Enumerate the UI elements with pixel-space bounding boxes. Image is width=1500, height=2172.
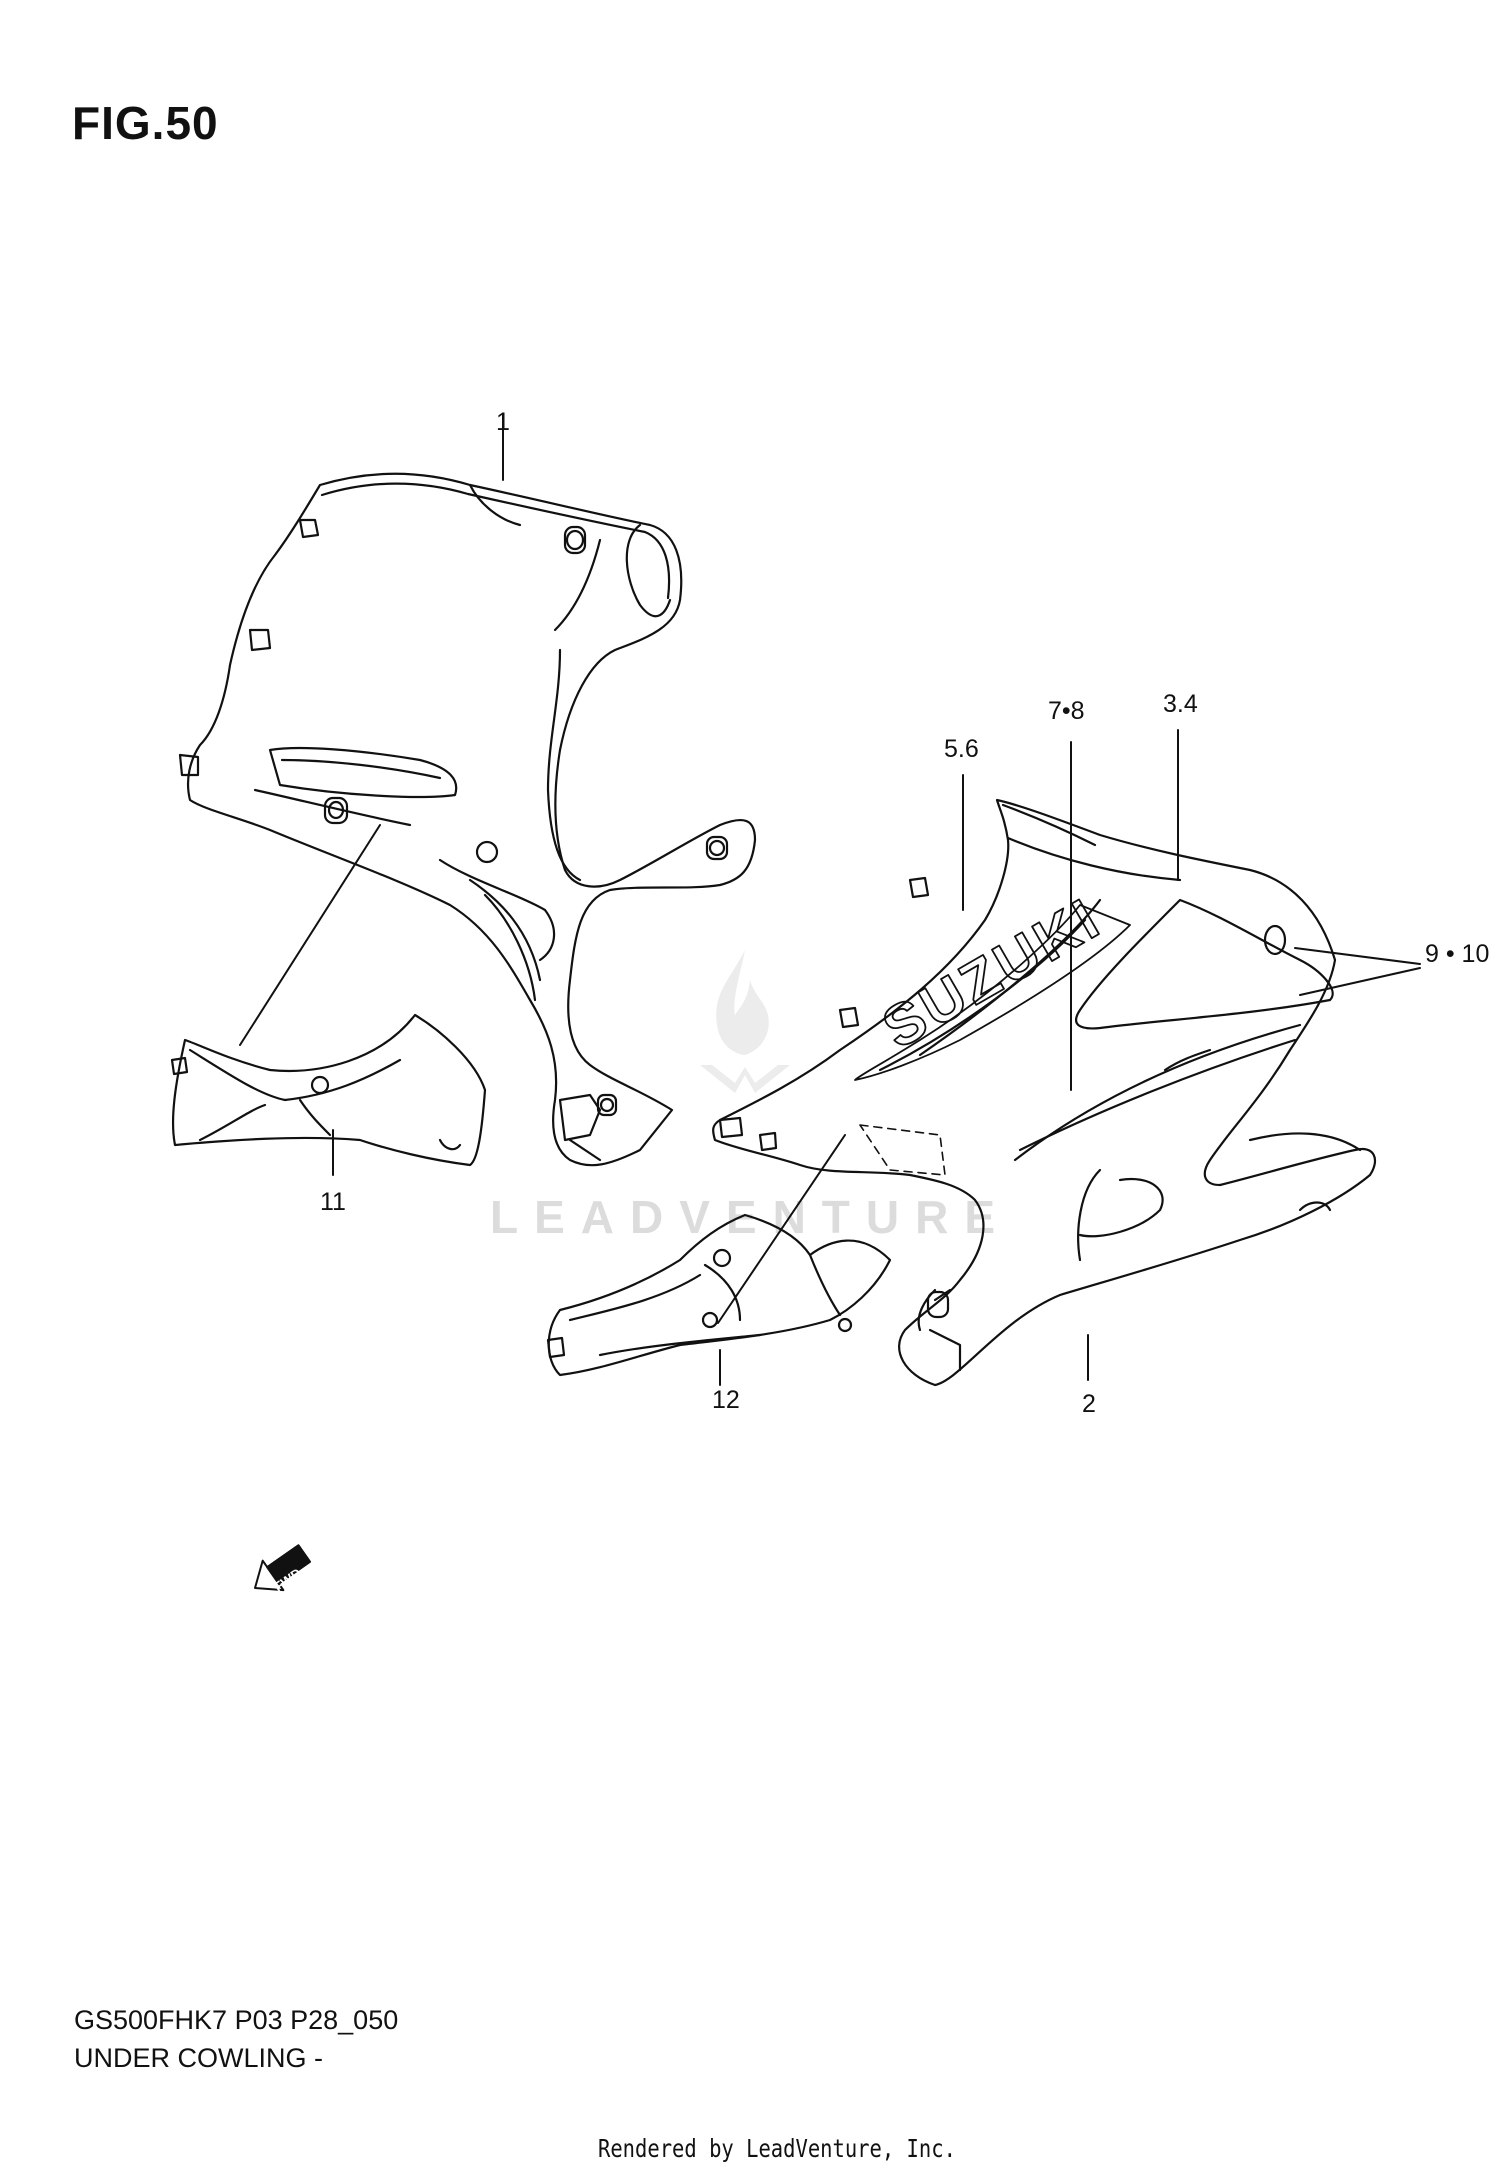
diagram-code: GS500FHK7 P03 P28_050 xyxy=(74,2005,399,2035)
callout-2: 2 xyxy=(1082,1390,1096,1418)
figure-title: FIG.50 xyxy=(72,97,219,149)
part-1-inner-cowling xyxy=(178,472,757,1167)
callout-11: 11 xyxy=(320,1188,346,1216)
suzuki-decal: SUZUKI xyxy=(872,885,1112,1061)
callout-910: 9 • 10 xyxy=(1425,940,1490,968)
callout-1: 1 xyxy=(496,408,510,436)
callout-56: 5.6 xyxy=(944,735,979,763)
callout-12: 12 xyxy=(712,1386,740,1414)
part-11-bracket xyxy=(170,1013,487,1167)
callout-78: 7•8 xyxy=(1048,697,1085,725)
part-2-main-cowling xyxy=(712,798,1377,1387)
part-12-bracket xyxy=(546,1213,892,1377)
diagram-title: UNDER COWLING - xyxy=(74,2043,323,2073)
callout-34: 3.4 xyxy=(1163,690,1198,718)
fwd-arrow-icon xyxy=(254,1544,311,1592)
render-credit: Rendered by LeadVenture, Inc. xyxy=(598,2134,956,2163)
leadventure-logo xyxy=(700,950,790,1093)
